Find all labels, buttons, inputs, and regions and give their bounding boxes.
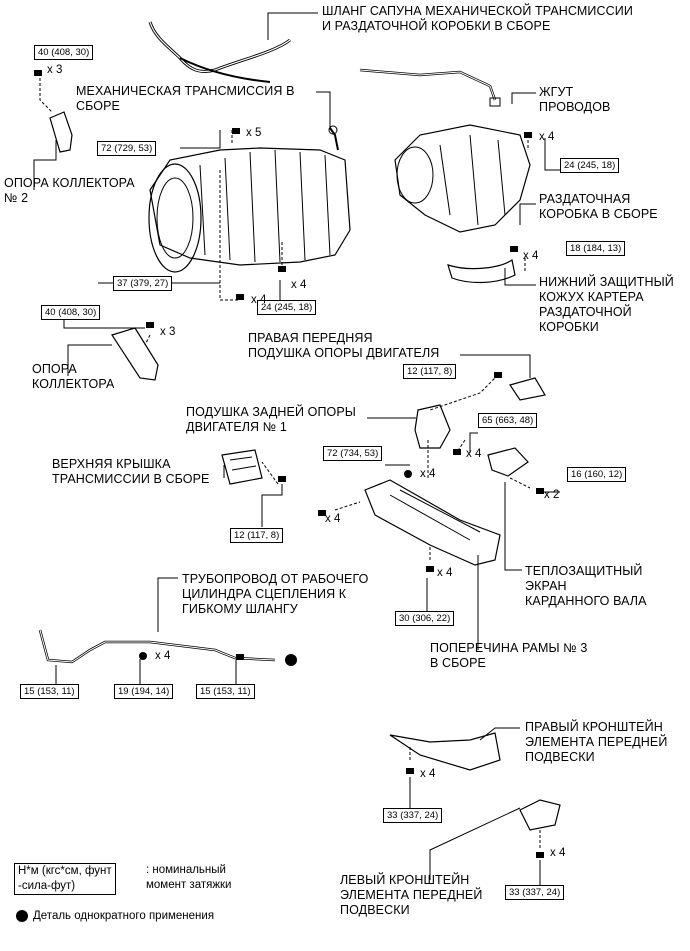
- label-clutch-tube: ТРУБОПРОВОД ОТ РАБОЧЕГО ЦИЛИНДРА СЦЕПЛЕН…: [182, 572, 369, 616]
- bolt-count: x 4: [155, 650, 171, 662]
- label-breather-hose: ШЛАНГ САПУНА МЕХАНИЧЕСКОЙ ТРАНСМИССИИ И …: [322, 4, 633, 33]
- torque-box: 37 (379, 27): [113, 276, 173, 291]
- single-use-markers: [16, 470, 412, 922]
- bolt-count: x 4: [291, 279, 307, 291]
- torque-box: 40 (408, 30): [34, 45, 94, 60]
- bolt-count: x 4: [325, 513, 341, 525]
- bolt-count: x 4: [523, 250, 539, 262]
- label-heat-shield: ТЕПЛОЗАЩИТНЫЙ ЭКРАН КАРДАННОГО ВАЛА: [525, 564, 647, 608]
- label-rear-mount: ПОДУШКА ЗАДНЕЙ ОПОРЫ ДВИГАТЕЛЯ № 1: [186, 405, 356, 434]
- torque-box: 33 (337, 24): [383, 808, 443, 823]
- torque-box: 15 (153, 11): [20, 684, 79, 699]
- bolt-count: x 4: [437, 567, 453, 579]
- torque-box: 40 (408, 30): [41, 305, 101, 320]
- bolt-count: x 3: [47, 64, 63, 76]
- torque-box: 30 (306, 22): [395, 611, 455, 626]
- torque-box: 33 (337, 24): [505, 885, 565, 900]
- bolt-count: x 5: [246, 127, 262, 139]
- torque-box: 65 (663, 48): [478, 413, 538, 428]
- bolt-count: x 4: [539, 131, 555, 143]
- bolt-count: x 4: [420, 768, 436, 780]
- label-crossmember: ПОПЕРЕЧИНА РАМЫ № 3 В СБОРЕ: [430, 641, 588, 670]
- label-rh-front-mount: ПРАВАЯ ПЕРЕДНЯЯ ПОДУШКА ОПОРЫ ДВИГАТЕЛЯ: [248, 331, 440, 360]
- torque-box: 19 (194, 14): [114, 684, 174, 699]
- torque-box: 16 (160, 12): [567, 467, 627, 482]
- torque-box: 24 (245, 18): [257, 300, 317, 315]
- label-lh-bracket: ЛЕВЫЙ КРОНШТЕЙН ЭЛЕМЕНТА ПЕРЕДНЕЙ ПОДВЕС…: [340, 873, 483, 917]
- label-manifold-support-2: ОПОРА КОЛЛЕКТОРА № 2: [4, 176, 135, 205]
- label-manual-transmission: МЕХАНИЧЕСКАЯ ТРАНСМИССИЯ В СБОРЕ: [76, 84, 295, 113]
- torque-box: 12 (117, 8): [403, 364, 457, 379]
- bolt-count: x 4: [420, 468, 436, 480]
- bolt-count: x 4: [251, 294, 267, 306]
- bolt-count: x 4: [550, 847, 566, 859]
- bolt-count: x 2: [544, 489, 560, 501]
- label-wire-harness: ЖГУТ ПРОВОДОВ: [539, 85, 611, 114]
- bolt-count: x 3: [160, 326, 176, 338]
- torque-box: 12 (117, 8): [230, 528, 284, 543]
- label-rh-bracket: ПРАВЫЙ КРОНШТЕЙН ЭЛЕМЕНТА ПЕРЕДНЕЙ ПОДВЕ…: [525, 720, 668, 764]
- label-transfer-lower-cover: НИЖНИЙ ЗАЩИТНЫЙ КОЖУХ КАРТЕРА РАЗДАТОЧНО…: [539, 275, 674, 334]
- torque-box: 18 (184, 13): [566, 241, 626, 256]
- bolt-count: x 4: [466, 448, 482, 460]
- torque-box: 72 (729, 53): [97, 141, 157, 156]
- label-transfer-case: РАЗДАТОЧНАЯ КОРОБКА В СБОРЕ: [539, 192, 658, 221]
- torque-box: 15 (153, 11): [196, 684, 255, 699]
- torque-box: 24 (245, 18): [560, 158, 620, 173]
- label-upper-cover: ВЕРХНЯЯ КРЫШКА ТРАНСМИССИИ В СБОРЕ: [52, 457, 210, 486]
- legend-single-use: Деталь однократного применения: [33, 910, 215, 922]
- label-manifold-support: ОПОРА КОЛЛЕКТОРА: [32, 362, 115, 391]
- legend-unit-desc: : номинальный момент затяжки: [146, 864, 232, 891]
- legend-unit-box: Н*м (кгс*см, фунт -сила-фут): [14, 863, 116, 895]
- torque-box: 72 (734, 53): [323, 446, 383, 461]
